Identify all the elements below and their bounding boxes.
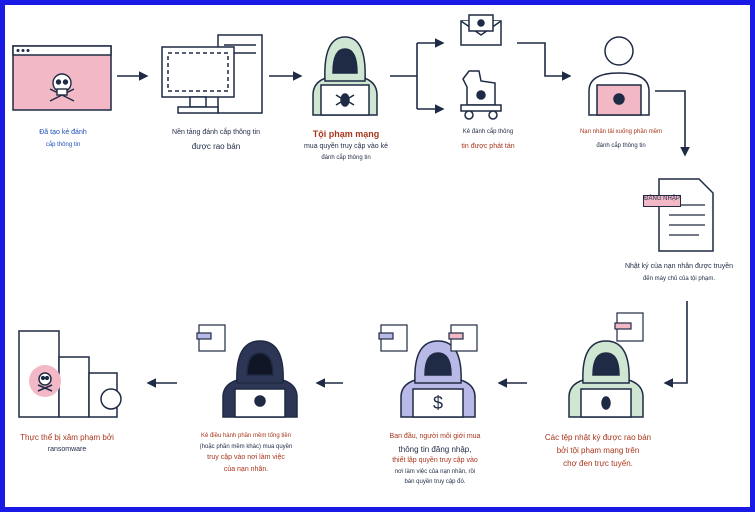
email-malware-icon [459, 13, 503, 47]
arrow-5-6 [655, 90, 690, 157]
svg-text:$: $ [433, 393, 443, 413]
login-tag: ĐĂNG NHẬP [643, 195, 681, 207]
arrow-3-split [390, 42, 441, 110]
desktop-computer-icon [160, 33, 266, 117]
step9-label: Kẻ điều hành phần mềm tống tiền (hoặc ph… [199, 433, 293, 473]
arrow-4-5 [517, 42, 572, 81]
stolen-log-document-icon [639, 175, 719, 255]
access-broker-icon: $ [393, 335, 483, 421]
ransomware-operator-icon [215, 335, 305, 421]
flow-arrows [117, 38, 690, 388]
access-doc-icon [447, 323, 483, 353]
skull-crossbones-icon [12, 45, 112, 111]
victim-laptop-icon [583, 33, 655, 117]
log-files-icon [613, 311, 649, 343]
arrow-6-7 [663, 301, 688, 388]
step3-label: Tội phạm mạng mua quyền truy cập vào kẻ … [303, 129, 389, 161]
ransom-doc-icon [195, 323, 231, 353]
hacker-seller-icon [561, 335, 651, 421]
trojan-horse-icon [457, 67, 505, 121]
compromised-building-icon [15, 323, 125, 419]
hacker-laptop-icon [305, 33, 385, 119]
step8-label: Ban đầu, người môi giới mua thông tin đă… [389, 433, 481, 485]
credentials-doc-icon [377, 323, 413, 353]
